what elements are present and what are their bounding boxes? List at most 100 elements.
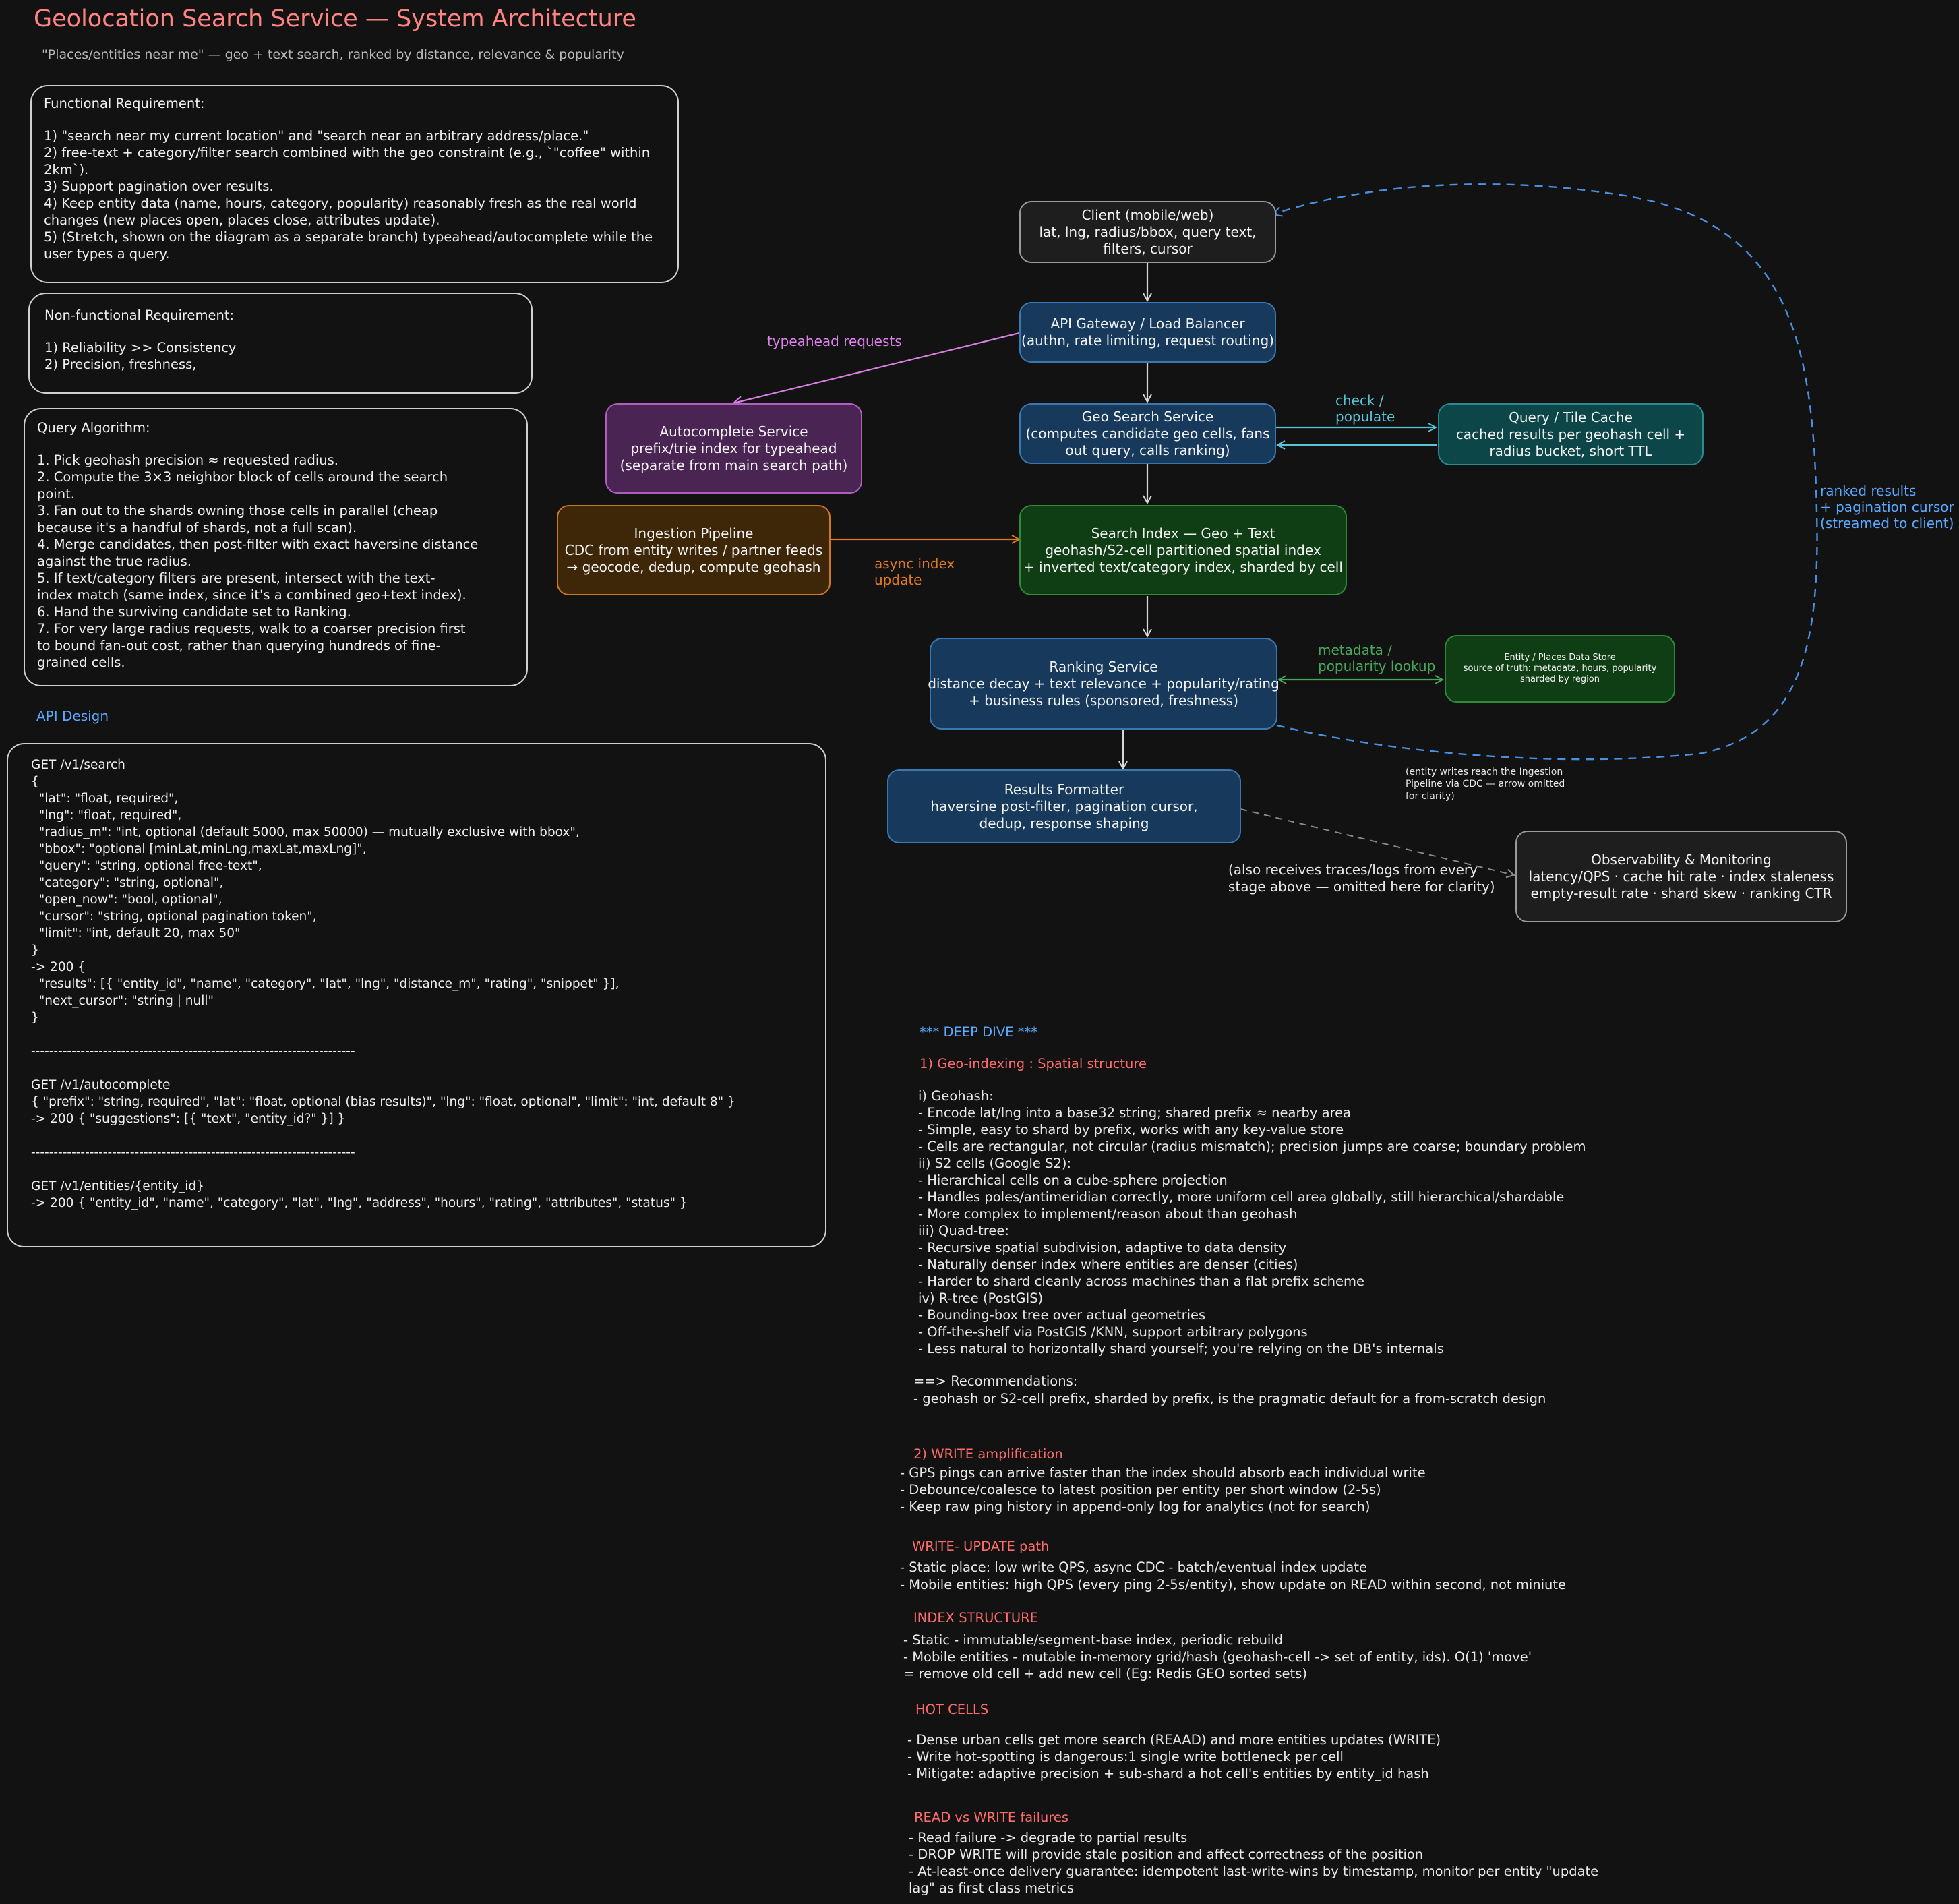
api-code-line: "lng": "float, required", (31, 808, 182, 823)
geo-indexing-line: iv) R-tree (PostGIS) (918, 1290, 1044, 1306)
geo-indexing-line: - Harder to shard cleanly across machine… (918, 1274, 1365, 1289)
observability-node-line: latency/QPS · cache hit rate · index sta… (1528, 868, 1834, 885)
geo-indexing-line: - Off-the-shelf via PostGIS /KNN, suppor… (918, 1324, 1308, 1340)
query-algorithm-step: 5. If text/category filters are present,… (37, 570, 435, 586)
api-design-code: GET /v1/search { "lat": "float, required"… (31, 756, 802, 1212)
ranked-results-line: ranked results (1820, 483, 1917, 499)
autocomplete-node-line: (separate from main search path) (620, 456, 848, 473)
ingestion-node-line: → geocode, dedup, compute geohash (566, 558, 821, 575)
api-code-line: GET /v1/search (31, 758, 125, 772)
query-algorithm-step: 2. Compute the 3×3 neighbor block of cel… (37, 469, 448, 485)
geo-indexing-line: - Recursive spatial subdivision, adaptiv… (918, 1240, 1287, 1255)
recommendation-line: ==> Recommendations: (913, 1373, 1078, 1389)
geo-indexing-line: i) Geohash: (918, 1088, 994, 1104)
client-node-line: filters, cursor (1103, 240, 1193, 257)
autocomplete-node-line: prefix/trie index for typeahead (630, 440, 837, 456)
query-algorithm-steps: 1. Pick geohash precision ≈ requested ra… (37, 452, 514, 671)
geo-indexing-line: - Cells are rectangular, not circular (r… (918, 1139, 1586, 1154)
metadata-popularity-label: metadata /popularity lookup (1318, 642, 1435, 674)
index-structure-notes: - Static - immutable/segment-base index,… (903, 1632, 1532, 1682)
results-formatter-node-line: dedup, response shaping (979, 814, 1149, 831)
api-code-line: "query": "string, optional free-text", (31, 859, 262, 873)
edge-formatter-observability (1240, 808, 1514, 875)
api-code-line: -> 200 { (31, 960, 86, 974)
geo-indexing-line: - Handles poles/antimeridian correctly, … (918, 1189, 1565, 1205)
index-structure-line: = remove old cell + add new cell (Eg: Re… (903, 1666, 1307, 1682)
hot-cells-heading: HOT CELLS (915, 1702, 989, 1717)
entity-store-node-line: Entity / Places Data Store (1504, 653, 1616, 663)
write-amplification-line: - GPS pings can arrive faster than the i… (900, 1465, 1426, 1481)
cdc-note-line: Pipeline via CDC — arrow omitted (1406, 779, 1565, 790)
typeahead-requests-label: typeahead requests (767, 333, 902, 349)
api-code-line: { (31, 775, 39, 789)
api-code-line: "lat": "float, required", (31, 792, 179, 806)
client-node-line: lat, lng, radius/bbox, query text, (1039, 223, 1257, 240)
api-gateway-node-line: API Gateway / Load Balancer (1050, 316, 1245, 332)
api-code-line: { "prefix": "string, required", "lat": "… (31, 1095, 735, 1109)
read-write-failure-line: - At-least-once delivery guarantee: idem… (909, 1864, 1599, 1879)
search-index-node-line: + inverted text/category index, sharded … (1023, 558, 1343, 575)
geo-indexing-notes: i) Geohash:- Encode lat/lng into a base3… (918, 1088, 1586, 1357)
api-code-line: "radius_m": "int, optional (default 5000… (31, 825, 580, 839)
api-code-line: "results": [{ "entity_id", "name", "cate… (31, 977, 620, 991)
api-gateway-node-line: (authn, rate limiting, request routing) (1021, 332, 1274, 349)
ranking-node-line: distance decay + text relevance + popula… (928, 675, 1279, 692)
recommendations: ==> Recommendations: - geohash or S2-cell… (913, 1373, 1546, 1408)
results-formatter-node-line: Results Formatter (1004, 781, 1124, 798)
query-algorithm-step: to bound fan-out cost, rather than query… (37, 638, 441, 653)
query-algorithm-panel: Query Algorithm: 1. Pick geohash precisi… (24, 408, 528, 686)
query-algorithm-title: Query Algorithm: (37, 420, 150, 436)
ranked-results-label: ranked results+ pagination cursor(stream… (1820, 483, 1954, 531)
api-code-line: -> 200 { "entity_id", "name", "category"… (31, 1196, 688, 1210)
api-code-line: "limit": "int, default 20, max 50" (31, 926, 241, 941)
api-gateway-node: API Gateway / Load Balancer(authn, rate … (1019, 302, 1276, 363)
search-index-node-line: Search Index — Geo + Text (1091, 525, 1275, 541)
autocomplete-node-line: Autocomplete Service (659, 423, 808, 440)
ranked-results-line: (streamed to client) (1820, 515, 1954, 531)
recommendation-line: - geohash or S2-cell prefix, sharded by … (913, 1391, 1546, 1406)
cache-node-line: Query / Tile Cache (1509, 409, 1633, 425)
functional-requirements-list: 1) "search near my current location" and… (44, 127, 665, 262)
api-code-line: GET /v1/autocomplete (31, 1078, 171, 1092)
nonfunctional-requirements-title: Non-functional Requirement: (44, 307, 235, 323)
write-amplification-line: - Debounce/coalesce to latest position p… (900, 1482, 1381, 1497)
functional-requirement-line: 3) Support pagination over results. (44, 179, 274, 194)
write-update-notes: - Static place: low write QPS, async CDC… (900, 1559, 1566, 1594)
api-code-line: } (31, 1011, 39, 1025)
functional-requirement-line: changes (new places open, places close, … (44, 212, 440, 228)
read-write-failures-heading: READ vs WRITE failures (914, 1810, 1069, 1825)
api-code-line: "next_cursor": "string | null" (31, 994, 214, 1008)
observability-node-line: empty-result rate · shard skew · ranking… (1530, 885, 1832, 901)
functional-requirements-title: Functional Requirement: (44, 96, 205, 111)
geo-search-node-line: out query, calls ranking) (1065, 442, 1230, 458)
ranking-node-line: + business rules (sponsored, freshness) (968, 692, 1238, 709)
query-algorithm-step: against the true radius. (37, 554, 191, 569)
cdc-note-line: (entity writes reach the Ingestion (1406, 767, 1563, 777)
page-subtitle: "Places/entities near me" — geo + text s… (42, 47, 624, 62)
api-code-line: ----------------------------------------… (31, 1044, 355, 1059)
query-algorithm-step: because it's a handful of shards, not a … (37, 520, 357, 535)
async-index-line: async index (874, 556, 955, 572)
client-node: Client (mobile/web)lat, lng, radius/bbox… (1019, 201, 1276, 263)
write-update-line: - Static place: low write QPS, async CDC… (900, 1559, 1367, 1575)
geo-search-node-line: Geo Search Service (1081, 408, 1214, 425)
entity-store-node-line: source of truth: metadata, hours, popula… (1463, 663, 1657, 674)
hot-cells-line: - Dense urban cells get more search (REA… (907, 1732, 1441, 1748)
write-amplification-line: - Keep raw ping history in append-only l… (900, 1499, 1370, 1514)
query-algorithm-step: grained cells. (37, 655, 125, 670)
hot-cells-line: - Mitigate: adaptive precision + sub-sha… (907, 1766, 1429, 1781)
query-algorithm-step: point. (37, 486, 75, 502)
api-code-line: } (31, 943, 39, 957)
entity-store-node-line: sharded by region (1520, 674, 1600, 684)
query-algorithm-step: 7. For very large radius requests, walk … (37, 621, 466, 636)
geo-search-service-node: Geo Search Service(computes candidate ge… (1019, 403, 1276, 464)
index-structure-line: - Mobile entities - mutable in-memory gr… (903, 1649, 1532, 1665)
cdc-note-line: for clarity) (1406, 791, 1455, 802)
